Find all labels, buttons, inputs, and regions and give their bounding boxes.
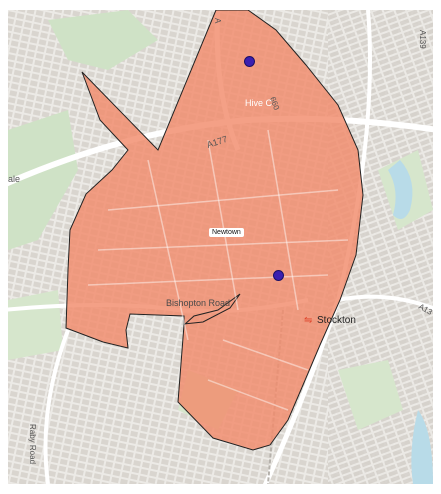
water [388,160,413,219]
water [411,410,433,484]
green-area [8,290,63,360]
map-marker-central[interactable] [273,270,284,281]
place-label-hive-close: Hive C [245,98,273,108]
green-area [8,110,78,250]
map-canvas[interactable]: A177 A139 A13 A 660 ale Raby Road Newtow… [8,10,433,484]
place-label-stockton[interactable]: Stockton [317,315,356,326]
green-area [338,360,403,430]
road-a13 [337,294,433,311]
place-label-ale: ale [8,174,20,184]
rail-station-icon: ⇋ [304,315,313,326]
road-label-north: A [213,18,222,24]
green-area [48,10,158,70]
road-label-660: 660 [268,96,281,112]
road-label-a139: A139 [418,30,427,49]
map-marker-north[interactable] [244,56,255,67]
road-raby [43,329,70,484]
map-svg: A177 A139 A13 A 660 ale Raby Road [8,10,433,484]
place-label-newtown: Newtown [209,228,244,237]
place-label-bishopton-road: Bishopton Road [166,298,231,308]
highlight-streets [87,129,349,411]
road-label-raby: Raby Road [28,424,37,464]
